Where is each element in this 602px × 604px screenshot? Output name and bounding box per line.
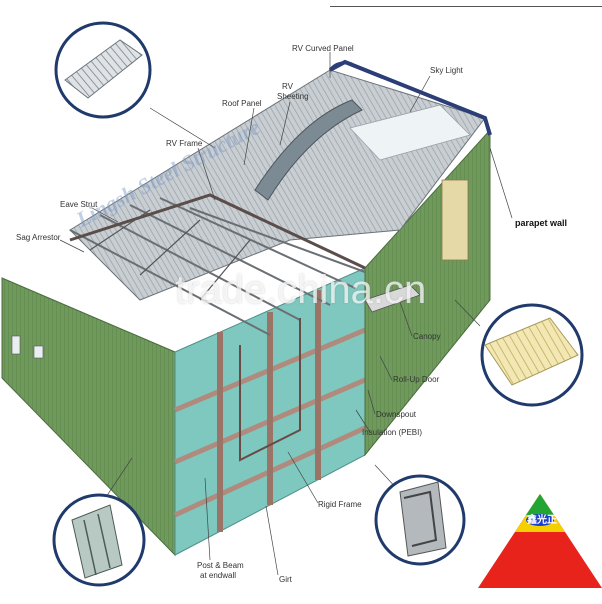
label-sag-arrestor: Sag Arrestor <box>16 233 61 242</box>
side-window <box>33 345 44 359</box>
label-parapet-wall: parapet wall <box>515 218 568 228</box>
label-canopy: Canopy <box>413 332 441 341</box>
label-rv-sheeting-1: RV <box>282 82 293 91</box>
rigid-frame <box>239 318 301 462</box>
profile-circle-top-left <box>54 21 152 119</box>
label-insulation: Insulation (PEBI) <box>362 428 423 437</box>
label-rigid-frame: Rigid Frame <box>318 500 362 509</box>
label-downspout: Downspout <box>376 410 417 419</box>
roof-purlins <box>69 193 366 336</box>
label-roof-panel: Roof Panel <box>222 99 262 108</box>
label-post-beam-1: Post & Beam <box>197 561 244 570</box>
label-post-beam-2: at endwall <box>200 571 237 580</box>
company-logo <box>478 494 602 588</box>
label-rv-sheeting-2: Sheeting <box>277 92 309 101</box>
roof <box>69 59 492 301</box>
label-eave-strut: Eave Strut <box>60 200 98 209</box>
site-watermark: trade.china.cn <box>175 268 427 312</box>
canopy <box>364 284 421 313</box>
label-rv-curved-panel: RV Curved Panel <box>292 44 354 53</box>
roll-up-door <box>441 179 469 261</box>
profile-circle-right <box>480 303 584 407</box>
parapet-wall <box>329 59 492 136</box>
profile-circle-bottom-center <box>374 474 466 566</box>
sky-light <box>349 104 471 161</box>
label-roll-up-door: Roll-Up Door <box>393 375 440 384</box>
logo-text: 鑫光正 <box>527 515 557 526</box>
profile-circle-bottom-left <box>52 493 146 587</box>
label-rv-frame: RV Frame <box>166 139 203 148</box>
rv-sheeting <box>254 99 363 201</box>
side-door <box>11 335 21 355</box>
rv-curved-panel <box>328 61 353 71</box>
label-sky-light: Sky Light <box>430 66 463 75</box>
top-rule <box>330 6 602 7</box>
leader-lines <box>59 52 513 576</box>
label-girt: Girt <box>279 575 292 584</box>
